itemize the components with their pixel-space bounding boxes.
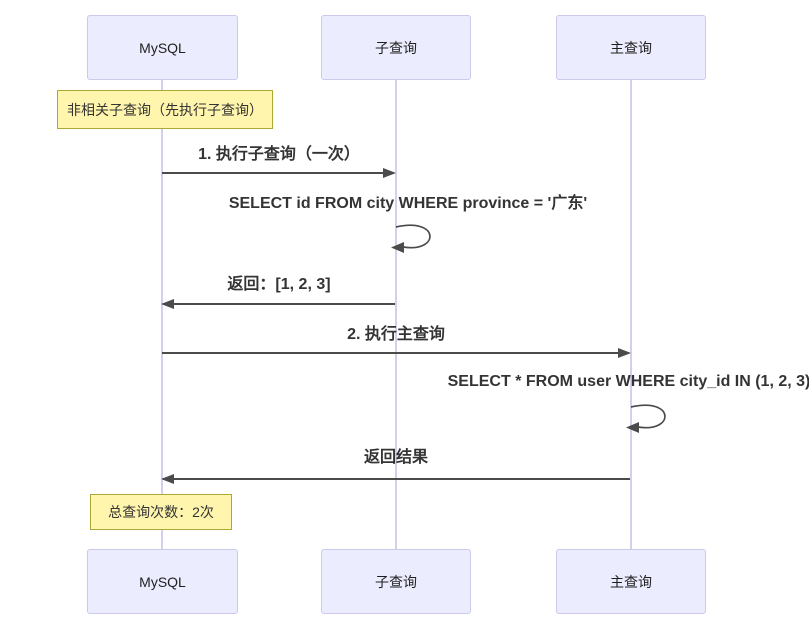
participant-top-mysql: MySQL bbox=[87, 15, 238, 80]
participant-label: MySQL bbox=[139, 39, 186, 56]
lifeline-mysql bbox=[161, 80, 163, 549]
message-label-exec-mainquery: 2. 执行主查询 bbox=[347, 326, 445, 343]
self-loop-subquery bbox=[391, 224, 431, 253]
note-uncorrelated-subquery: 非相关子查询（先执行子查询） bbox=[57, 90, 273, 129]
self-loop-mainquery bbox=[626, 404, 666, 433]
arrow-return-result bbox=[163, 478, 630, 480]
message-label-sql-subquery: SELECT id FROM city WHERE province = '广东… bbox=[228, 195, 588, 212]
arrow-return-ids bbox=[163, 303, 395, 305]
participant-bottom-subquery: 子查询 bbox=[321, 549, 471, 614]
participant-label: 主查询 bbox=[610, 39, 652, 56]
participant-label: 主查询 bbox=[610, 573, 652, 590]
note-text: 总查询次数：2次 bbox=[108, 504, 214, 520]
arrow-exec-subquery bbox=[162, 172, 394, 174]
participant-label: 子查询 bbox=[375, 573, 417, 590]
arrow-exec-mainquery bbox=[162, 352, 629, 354]
note-text: 非相关子查询（先执行子查询） bbox=[67, 101, 263, 118]
lifeline-subquery bbox=[395, 80, 397, 549]
lifeline-mainquery bbox=[630, 80, 632, 549]
participant-label: MySQL bbox=[139, 573, 186, 590]
message-label-return-result: 返回结果 bbox=[363, 449, 428, 466]
message-label-exec-subquery: 1. 执行子查询（一次） bbox=[198, 146, 360, 163]
participant-bottom-mysql: MySQL bbox=[87, 549, 238, 614]
message-label-return-ids: 返回：[1, 2, 3] bbox=[227, 276, 331, 293]
participant-bottom-mainquery: 主查询 bbox=[556, 549, 706, 614]
participant-top-mainquery: 主查询 bbox=[556, 15, 706, 80]
message-label-sql-mainquery: SELECT * FROM user WHERE city_id IN (1, … bbox=[447, 373, 809, 390]
participant-top-subquery: 子查询 bbox=[321, 15, 471, 80]
participant-label: 子查询 bbox=[375, 39, 417, 56]
note-total-query-count: 总查询次数：2次 bbox=[90, 494, 232, 530]
